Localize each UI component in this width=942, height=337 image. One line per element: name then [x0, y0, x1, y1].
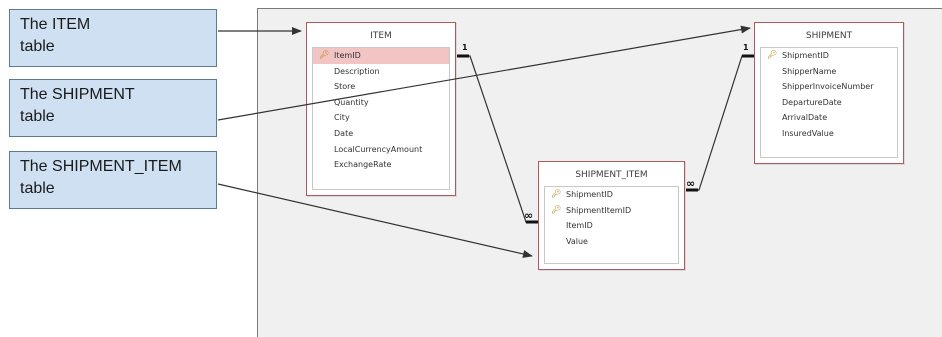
- field-name: Store: [334, 82, 356, 92]
- field-list[interactable]: 🔑︎ ShipmentID 🔑︎ ShipmentItemID ItemID Val…: [544, 186, 679, 264]
- field-list[interactable]: 🔑︎ ShipmentID ShipperName ShipperInvoiceN…: [760, 47, 898, 158]
- callout-shipment-item-table: The SHIPMENT_ITEM table: [9, 151, 217, 209]
- cardinality-many-label: ∞: [524, 209, 533, 222]
- field-row[interactable]: City: [313, 110, 449, 126]
- field-name: Quantity: [334, 97, 369, 107]
- field-row[interactable]: Store: [313, 79, 449, 95]
- field-row[interactable]: 🔑︎ ItemID: [313, 48, 449, 64]
- field-list[interactable]: 🔑︎ ItemID Description Store Quantity City…: [312, 47, 450, 190]
- field-name: ShipperName: [782, 66, 837, 76]
- field-name: Value: [566, 236, 588, 246]
- field-name: ItemID: [334, 51, 361, 60]
- field-row[interactable]: ShipperInvoiceNumber: [761, 79, 897, 95]
- field-name: ShipmentID: [782, 51, 829, 60]
- callout-line: The SHIPMENT_ITEM: [20, 158, 182, 175]
- field-name: ItemID: [566, 221, 593, 231]
- field-row[interactable]: ExchangeRate: [313, 157, 449, 173]
- field-name: Date: [334, 128, 354, 138]
- cardinality-one-label: 1: [743, 43, 749, 52]
- shipment-item-table[interactable]: SHIPMENT_ITEM 🔑︎ ShipmentID 🔑︎ ShipmentIte…: [538, 161, 685, 270]
- field-row[interactable]: 🔑︎ ShipmentItemID: [545, 203, 678, 219]
- field-row[interactable]: Quantity: [313, 95, 449, 111]
- callout-line: The ITEM: [20, 16, 91, 33]
- key-icon: 🔑︎: [551, 189, 562, 198]
- field-name: LocalCurrencyAmount: [334, 144, 423, 154]
- key-icon: 🔑︎: [319, 50, 330, 59]
- field-row[interactable]: Value: [545, 234, 678, 250]
- callout-item-table: The ITEM table: [9, 9, 217, 67]
- relationship-line-shipment[interactable]: [686, 55, 754, 191]
- callout-line: table: [20, 108, 55, 125]
- callout-arrow-shipment: [217, 25, 751, 121]
- field-row[interactable]: InsuredValue: [761, 126, 897, 142]
- field-row[interactable]: ItemID: [545, 218, 678, 234]
- callout-line: table: [20, 180, 55, 197]
- field-row[interactable]: DepartureDate: [761, 95, 897, 111]
- field-name: City: [334, 113, 350, 123]
- field-name: ExchangeRate: [334, 160, 392, 170]
- field-row[interactable]: 🔑︎ ShipmentID: [545, 187, 678, 203]
- table-title: SHIPMENT: [805, 31, 853, 41]
- field-name: ShipperInvoiceNumber: [782, 82, 874, 92]
- key-icon: 🔑︎: [767, 50, 778, 59]
- callout-arrow-shipment-item: [217, 183, 533, 258]
- field-name: Description: [334, 66, 380, 76]
- callout-line: table: [20, 38, 55, 55]
- field-name: DepartureDate: [782, 97, 842, 107]
- table-title: SHIPMENT_ITEM: [575, 170, 648, 180]
- table-title: ITEM: [370, 31, 392, 41]
- field-row[interactable]: ShipperName: [761, 64, 897, 80]
- field-name: ShipmentItemID: [566, 205, 632, 215]
- field-name: InsuredValue: [782, 128, 834, 138]
- cardinality-one-label: 1: [462, 43, 468, 52]
- relationship-line-item[interactable]: [457, 55, 538, 223]
- callout-line: The SHIPMENT: [20, 86, 135, 103]
- field-row[interactable]: Date: [313, 126, 449, 142]
- shipment-table[interactable]: SHIPMENT 🔑︎ ShipmentID ShipperName Shippe…: [754, 22, 904, 164]
- key-icon: 🔑︎: [551, 204, 562, 214]
- field-name: ArrivalDate: [782, 113, 828, 123]
- field-name: ShipmentID: [566, 190, 613, 199]
- field-row[interactable]: ArrivalDate: [761, 110, 897, 126]
- callout-shipment-table: The SHIPMENT table: [9, 79, 217, 137]
- cardinality-many-label: ∞: [686, 177, 695, 190]
- field-row[interactable]: LocalCurrencyAmount: [313, 142, 449, 158]
- field-row[interactable]: 🔑︎ ShipmentID: [761, 48, 897, 64]
- field-row[interactable]: Description: [313, 64, 449, 80]
- item-table[interactable]: ITEM 🔑︎ ItemID Description Store Quantity…: [306, 22, 456, 196]
